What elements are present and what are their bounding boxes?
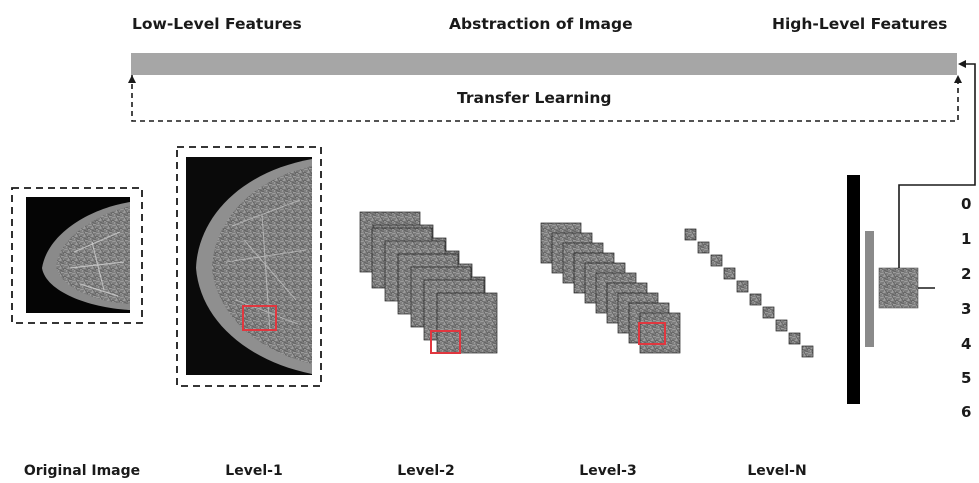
level-3-feature-maps	[540, 222, 681, 354]
level-2-feature-maps	[359, 211, 498, 354]
level-n-map-1	[684, 228, 697, 241]
feedback-arrowhead-icon	[958, 60, 966, 68]
dense-layer-bar	[847, 175, 860, 404]
classifier-feature-patch	[878, 267, 919, 309]
abstraction-bar	[131, 53, 957, 75]
level-2-map-b-6	[436, 292, 498, 354]
level-1-mammogram-image	[186, 157, 312, 375]
level-n-map-9	[788, 332, 801, 345]
output-class-2: 2	[961, 265, 972, 283]
stage-label-level-2: Level-2	[397, 463, 455, 479]
transfer-learning-bracket	[131, 75, 959, 122]
output-class-6: 6	[961, 403, 972, 421]
original-image-frame	[11, 187, 143, 324]
feedback-line	[898, 63, 976, 268]
level-n-map-7	[762, 306, 775, 319]
level-n-map-6	[749, 293, 762, 306]
output-class-3: 3	[961, 300, 972, 318]
output-class-4: 4	[961, 335, 972, 353]
low-level-features-label: Low-Level Features	[132, 15, 302, 33]
stage-label-level-n: Level-N	[747, 463, 807, 479]
level-n-feature-maps	[684, 228, 814, 358]
original-mammogram-image	[26, 197, 130, 313]
level-3-roi-box	[638, 322, 666, 345]
output-class-0: 0	[961, 195, 972, 213]
stage-label-level-1: Level-1	[225, 463, 283, 479]
level-1-roi-box	[242, 305, 277, 331]
high-level-features-label: High-Level Features	[772, 15, 948, 33]
transfer-learning-label: Transfer Learning	[457, 89, 612, 107]
stage-label-original-image: Original Image	[23, 463, 141, 479]
output-class-1: 1	[961, 230, 972, 248]
bracket-arrowhead-right-icon	[954, 75, 962, 83]
output-layer-bar	[865, 231, 874, 347]
bracket-arrowhead-left-icon	[128, 75, 136, 83]
level-n-map-4	[723, 267, 736, 280]
abstraction-label: Abstraction of Image	[449, 15, 633, 33]
level-n-map-2	[697, 241, 710, 254]
level-n-map-8	[775, 319, 788, 332]
level-1-frame	[176, 146, 322, 387]
level-n-map-5	[736, 280, 749, 293]
level-n-map-3	[710, 254, 723, 267]
stage-label-level-3: Level-3	[579, 463, 637, 479]
output-class-5: 5	[961, 369, 972, 387]
level-3-map-10	[639, 312, 681, 354]
level-n-map-10	[801, 345, 814, 358]
level-2-roi-box	[430, 330, 461, 354]
